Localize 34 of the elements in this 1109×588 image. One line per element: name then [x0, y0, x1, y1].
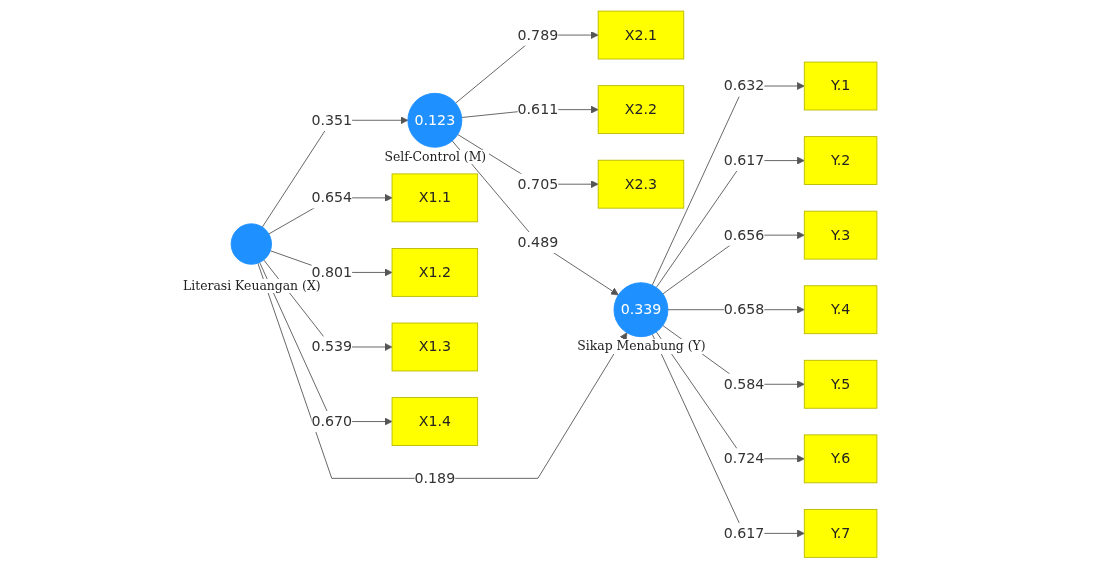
- edge-label: 0.670: [311, 412, 353, 430]
- node-circle: [231, 223, 273, 265]
- node-circle: 0.123: [407, 92, 463, 148]
- edge-label: 0.632: [724, 77, 765, 95]
- node-box: Y.2: [804, 136, 878, 185]
- edge-label: 0.584: [724, 375, 765, 393]
- node-box: Y.1: [804, 61, 878, 111]
- node-box: Y.6: [804, 434, 878, 484]
- node-box: Y.7: [804, 508, 878, 558]
- edge-label: 0.656: [724, 226, 765, 244]
- edge-label: 0.189: [415, 469, 456, 487]
- node-box: X2.2: [598, 85, 685, 135]
- node-box: X1.3: [392, 322, 479, 372]
- edge-label: 0.489: [518, 233, 559, 251]
- edge-label: 0.611: [518, 100, 559, 118]
- edge-label: 0.724: [724, 449, 765, 467]
- node-box: X2.3: [598, 159, 685, 209]
- node-box: X1.2: [392, 248, 479, 297]
- edge-label: 0.539: [311, 338, 353, 355]
- node-box: X1.4: [392, 397, 479, 446]
- edge-label: 0.617: [724, 524, 765, 542]
- edge-label: 0.801: [311, 263, 353, 281]
- node-box: Y.5: [804, 359, 878, 409]
- node-box: X2.1: [598, 10, 685, 60]
- node-box: X1.1: [392, 173, 479, 223]
- edge-label: 0.351: [311, 111, 353, 129]
- node-box: Y.4: [804, 285, 878, 335]
- edge-label: 0.654: [311, 188, 353, 206]
- edge-label: 0.705: [518, 175, 559, 193]
- node-circle: 0.339: [614, 282, 669, 338]
- node-box: Y.3: [804, 210, 878, 260]
- edge-label: 0.658: [724, 300, 765, 318]
- edge-label: 0.617: [724, 151, 765, 169]
- edge-label: 0.789: [518, 26, 559, 44]
